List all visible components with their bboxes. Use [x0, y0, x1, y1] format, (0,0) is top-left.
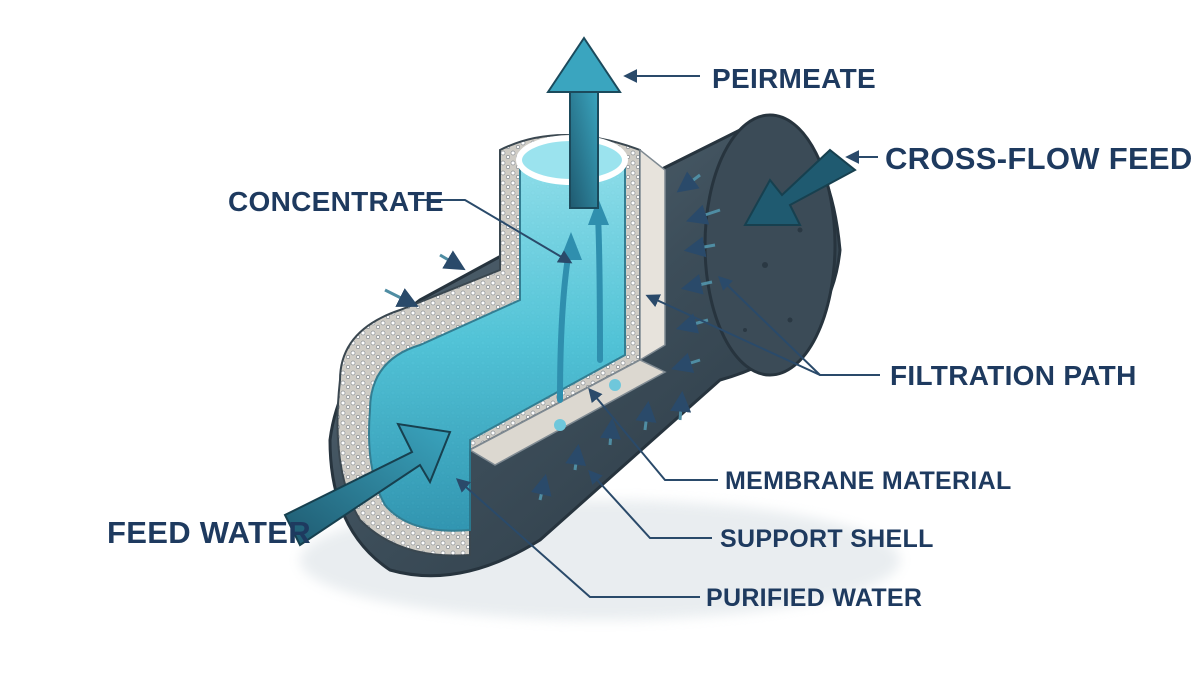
membrane-layer — [468, 148, 667, 466]
label-purified-water: PURIFIED WATER — [706, 584, 922, 612]
label-support-shell: SUPPORT SHELL — [720, 525, 934, 553]
cross-flow-small-arrows — [384, 171, 721, 501]
arrow-up-icon — [546, 36, 622, 209]
label-cross-flow-feed: CROSS-FLOW FEED — [885, 141, 1193, 176]
label-concentrate: CONCENTRATE — [228, 186, 444, 217]
arrow-diagonal-icon — [743, 148, 857, 226]
label-filtration-path: FILTRATION PATH — [890, 360, 1137, 391]
shell-end-cap — [703, 113, 837, 377]
curved-flow-arrow-icon — [595, 212, 603, 363]
label-feed-water: FEED WATER — [107, 515, 311, 550]
label-permeate: PEIRMEATE — [712, 63, 876, 94]
label-membrane-material: MEMBRANE MATERIAL — [725, 467, 1012, 495]
arrow-diagonal-icon — [283, 422, 452, 547]
leader-lines — [415, 69, 880, 598]
